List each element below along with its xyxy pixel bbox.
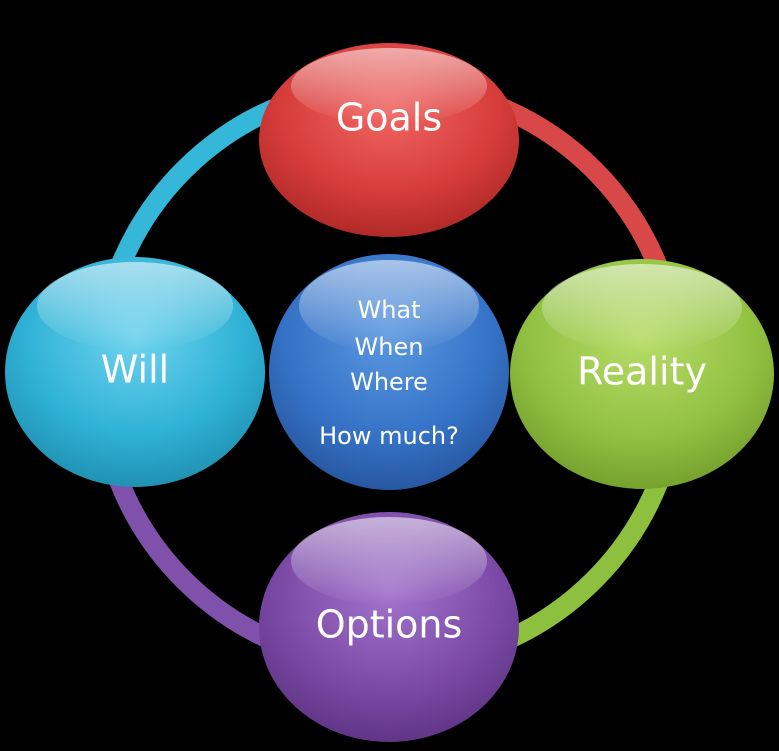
will-label: Will — [101, 348, 169, 392]
center-line-how-much: How much? — [319, 422, 459, 450]
will-shine — [37, 262, 233, 350]
center-line-what: What — [357, 296, 420, 324]
reality-label: Reality — [577, 350, 707, 394]
center-shine — [299, 260, 479, 352]
goals-label: Goals — [336, 96, 442, 140]
node-will: Will — [5, 257, 265, 487]
center-line-where: Where — [350, 368, 428, 396]
goals-shine — [291, 48, 487, 124]
center-line-when: When — [355, 333, 424, 361]
node-center: What When Where How much? — [269, 254, 509, 490]
node-goals: Goals — [259, 43, 519, 237]
reality-shine — [542, 264, 742, 352]
options-shine — [291, 517, 487, 605]
options-label: Options — [316, 603, 463, 647]
node-options: Options — [259, 512, 519, 742]
node-reality: Reality — [510, 259, 774, 489]
